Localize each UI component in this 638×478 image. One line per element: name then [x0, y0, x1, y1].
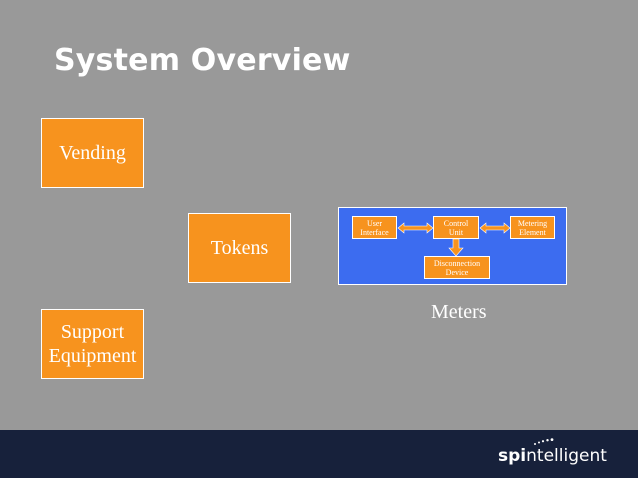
disconnection-device-line1: Disconnection: [433, 258, 481, 268]
cu-me-arrow: [479, 222, 511, 234]
user-interface-line2: Interface: [360, 227, 389, 237]
logo-bold-text: spi: [498, 446, 527, 466]
tokens-box: Tokens: [188, 213, 291, 283]
user-interface-label: User Interface: [360, 219, 388, 237]
support-equipment-box: Support Equipment: [41, 309, 144, 379]
vending-box: Vending: [41, 118, 144, 188]
ui-cu-arrow: [397, 222, 434, 234]
disconnection-device-box: Disconnection Device: [424, 256, 490, 279]
support-label-line2: Equipment: [48, 345, 137, 367]
meter-diagram-panel: User Interface Control Unit Metering Ele…: [338, 207, 567, 285]
slide-title: System Overview: [54, 43, 351, 78]
control-unit-label: Control Unit: [444, 219, 468, 237]
metering-element-label: Metering Element: [518, 219, 547, 237]
control-unit-line2: Unit: [448, 227, 464, 237]
meters-caption: Meters: [431, 301, 487, 323]
control-unit-line1: Control: [443, 218, 469, 228]
disconnection-device-label: Disconnection Device: [434, 259, 480, 277]
metering-element-line1: Metering: [517, 218, 548, 228]
tokens-label: Tokens: [210, 237, 269, 259]
support-equipment-label: Support Equipment: [49, 320, 137, 368]
metering-element-box: Metering Element: [510, 216, 555, 239]
user-interface-line1: User: [366, 218, 383, 228]
control-unit-box: Control Unit: [433, 216, 479, 239]
footer-bar: [0, 430, 638, 478]
support-label-line1: Support: [60, 321, 125, 343]
spintelligent-logo: spintelligent: [498, 445, 607, 467]
logo-rest-text: ntelligent: [526, 446, 607, 466]
disconnection-device-line2: Device: [445, 267, 469, 277]
cu-dd-arrow: [448, 238, 464, 257]
logo-dots-icon: [534, 438, 554, 445]
metering-element-line2: Element: [519, 227, 546, 237]
user-interface-box: User Interface: [352, 216, 397, 239]
vending-label: Vending: [59, 142, 126, 164]
